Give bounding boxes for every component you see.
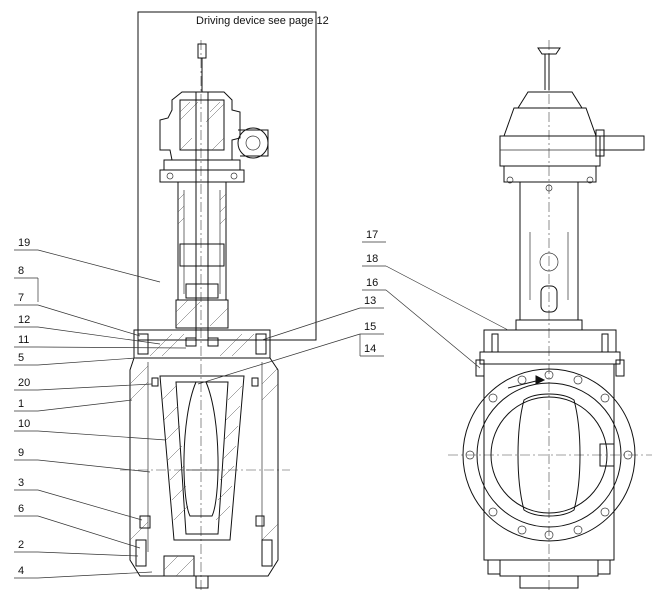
- yoke-bracket: [177, 182, 227, 301]
- driving-device-frame: [137, 11, 317, 341]
- callout-5: 5: [18, 352, 24, 364]
- callout-9: 9: [18, 447, 24, 459]
- end-flange: [462, 368, 636, 542]
- callout-3: 3: [18, 477, 24, 489]
- callout-1: 1: [18, 398, 24, 410]
- callout-16: 16: [366, 277, 378, 289]
- callout-17: 17: [366, 229, 378, 241]
- callout-8: 8: [18, 265, 24, 277]
- valve-body: [129, 357, 279, 577]
- plug-sleeve: [159, 375, 245, 541]
- top-cover: [483, 329, 617, 353]
- callout-4: 4: [18, 565, 24, 577]
- callout-12: 12: [18, 314, 30, 326]
- stem-top: [197, 43, 207, 59]
- callout-15: 15: [364, 321, 376, 333]
- gearbox-housing: [159, 91, 241, 161]
- external-body: [483, 363, 615, 561]
- right-callouts: 17 18 16: [362, 229, 509, 369]
- callout-10: 10: [18, 418, 30, 430]
- gearbox-dome: [517, 91, 583, 109]
- callout-7: 7: [18, 292, 24, 304]
- callout-19: 19: [18, 237, 30, 249]
- external-view: [448, 40, 652, 590]
- bonnet-cover: [133, 329, 271, 359]
- callout-11: 11: [18, 334, 29, 346]
- middle-callouts: 13 15 14: [197, 295, 384, 385]
- section-view: Driving device see page 12: [120, 11, 329, 590]
- plug-port: [517, 393, 581, 517]
- handwheel-top: [537, 47, 561, 55]
- callout-2: 2: [18, 539, 24, 551]
- driving-device-note: Driving device see page 12: [196, 15, 329, 27]
- left-callouts: 19 8 7 12 11 5 20 1 10 9 3 6 2: [14, 237, 187, 579]
- hand-crank: [599, 135, 645, 151]
- plug: [183, 381, 219, 517]
- callout-6: 6: [18, 503, 24, 515]
- callout-13: 13: [364, 295, 376, 307]
- callout-18: 18: [366, 253, 378, 265]
- callout-14: 14: [364, 343, 376, 355]
- worm-gear: [237, 127, 269, 159]
- callout-20: 20: [18, 377, 30, 389]
